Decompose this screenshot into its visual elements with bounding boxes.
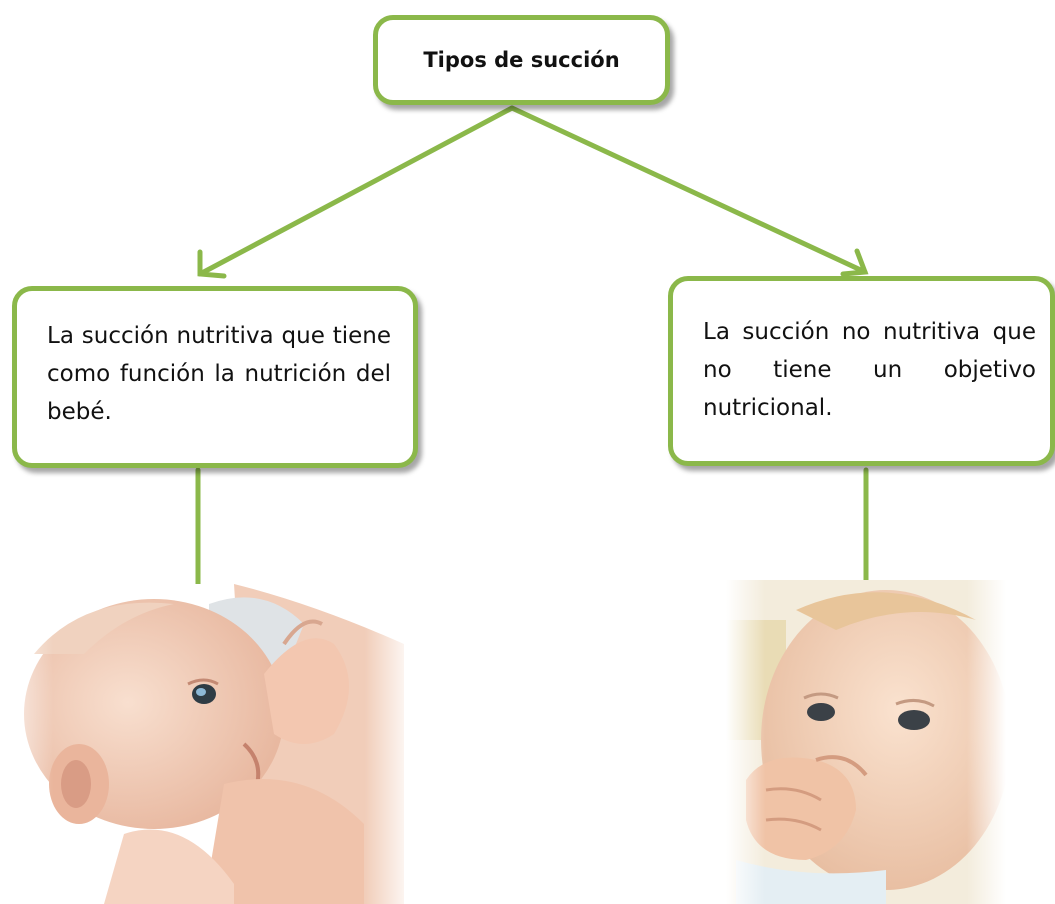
diagram-title-node: Tipos de succión (373, 15, 670, 105)
baby-sucking-thumb-photo (726, 580, 1006, 904)
arrow-to-left-node (197, 105, 515, 277)
diagram-title: Tipos de succión (423, 48, 620, 72)
non-nutritive-suction-text: La succión no nutritiva que no tiene un … (703, 319, 1036, 421)
non-nutritive-suction-node: La succión no nutritiva que no tiene un … (668, 276, 1055, 466)
arrow-to-right-node (509, 105, 868, 275)
nutritive-suction-node: La succión nutritiva que tiene como func… (12, 286, 418, 468)
arrowhead-right (840, 248, 869, 277)
nutritive-suction-text: La succión nutritiva que tiene como func… (47, 323, 391, 425)
baby-breastfeeding-photo (4, 584, 414, 904)
arrowhead-left (197, 249, 227, 279)
